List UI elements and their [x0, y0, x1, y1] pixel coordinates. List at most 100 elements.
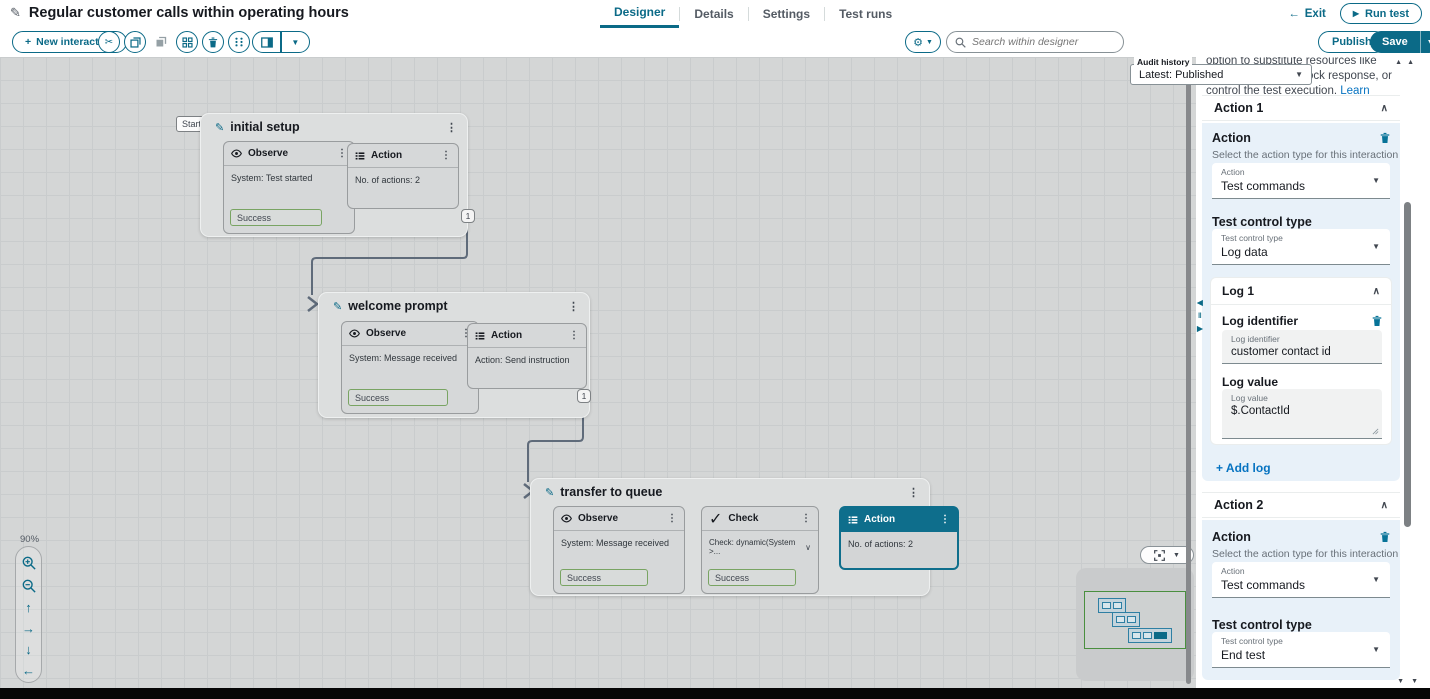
success-port[interactable]: Success [708, 569, 796, 586]
node-menu-button[interactable]: ⋮ [441, 150, 451, 161]
designer-search [946, 31, 1124, 53]
panel-layout-button[interactable]: ▼ [252, 31, 310, 53]
node-menu-button[interactable]: ⋮ [801, 513, 811, 524]
splitter-handle-icon[interactable]: ‖ [1198, 311, 1202, 320]
minimap-viewport[interactable] [1084, 591, 1186, 649]
zoom-out-button[interactable] [22, 577, 36, 595]
node-action[interactable]: Action ⋮ No. of actions: 2 [347, 143, 459, 209]
chevron-up-icon[interactable]: ∧ [1380, 499, 1388, 511]
delete-action-button[interactable] [1380, 531, 1390, 543]
node-menu-button[interactable]: ⋮ [569, 330, 579, 341]
panel-scrollbar[interactable] [1404, 202, 1411, 527]
resize-down-icon[interactable]: ▼ [1411, 678, 1418, 685]
group-blocks-button[interactable] [176, 31, 198, 53]
action-type-select[interactable]: Action Test commands ▼ [1212, 562, 1390, 598]
tab-test-runs[interactable]: Test runs [839, 6, 893, 21]
chevron-down-icon: ▼ [1173, 551, 1180, 559]
node-title: Action [491, 330, 523, 341]
check-icon: ✓ [709, 510, 723, 528]
output-badge[interactable]: 1 [461, 209, 475, 223]
group-menu-button[interactable]: ⋮ [568, 300, 579, 313]
test-control-type-select[interactable]: Test control type Log data ▼ [1212, 229, 1390, 265]
zoom-in-button[interactable] [22, 554, 36, 572]
node-menu-button[interactable]: ⋮ [667, 513, 677, 524]
expand-check-icon[interactable]: ∨ [805, 542, 811, 552]
chevron-up-icon[interactable]: ∧ [1372, 285, 1380, 297]
section-header-log-1[interactable]: Log 1 ∧ [1211, 278, 1391, 305]
copy-icon [129, 36, 141, 48]
save-options-button[interactable]: ▼ [1419, 31, 1430, 53]
canvas-scrollbar[interactable] [1186, 60, 1191, 684]
fit-view-button[interactable]: ▼ [1140, 546, 1194, 564]
node-menu-button[interactable]: ⋮ [337, 148, 347, 159]
action-type-select[interactable]: Action Test commands ▼ [1212, 163, 1390, 199]
expand-right-icon[interactable]: ▶ [1197, 324, 1203, 333]
copy-button[interactable] [124, 31, 146, 53]
tab-separator [747, 7, 749, 21]
tab-details[interactable]: Details [694, 6, 734, 21]
pan-up-button[interactable]: ↑ [25, 600, 32, 615]
edit-group-icon[interactable]: ✎ [545, 486, 555, 499]
search-input[interactable] [972, 36, 1112, 48]
node-observe[interactable]: Observe ⋮ System: Test started Success [223, 141, 355, 234]
delete-button[interactable] [202, 31, 224, 53]
canvas-settings-button[interactable]: ⚙ ▼ [905, 31, 941, 53]
node-action-selected[interactable]: Action ⋮ No. of actions: 2 [839, 506, 959, 570]
edit-group-icon[interactable]: ✎ [215, 121, 225, 134]
run-test-button[interactable]: ▶ Run test [1339, 3, 1422, 24]
publish-button[interactable]: Publish [1318, 31, 1386, 53]
fit-view-icon [1154, 549, 1165, 561]
flow-group-initial-setup[interactable]: ✎ initial setup ⋮ Observe ⋮ System: Test… [200, 113, 475, 237]
log-identifier-input[interactable]: Log identifier customer contact id [1222, 330, 1382, 364]
resize-up-icon[interactable]: ▲ [1395, 59, 1403, 66]
group-menu-button[interactable]: ⋮ [446, 121, 457, 134]
node-action[interactable]: Action ⋮ Action: Send instruction [467, 323, 587, 389]
pan-left-button[interactable]: ← [22, 663, 35, 678]
resize-up-icon[interactable]: ▲ [1407, 59, 1414, 66]
node-observe[interactable]: Observe ⋮ System: Message received Succe… [341, 321, 479, 414]
minimap[interactable] [1076, 568, 1194, 681]
delete-log-button[interactable] [1372, 315, 1382, 327]
node-body: No. of actions: 2 [848, 539, 914, 549]
cut-button[interactable]: ✂ [98, 31, 120, 53]
paste-icon [156, 36, 167, 47]
collapse-left-icon[interactable]: ◀ [1197, 298, 1203, 307]
top-bar: ✎ Regular customer calls within operatin… [0, 0, 1430, 28]
flow-group-welcome-prompt[interactable]: ✎ welcome prompt ⋮ Observe ⋮ System: Mes… [318, 292, 591, 418]
output-badge[interactable]: 1 [577, 389, 591, 403]
section-header-action-1[interactable]: Action 1 ∧ [1202, 95, 1400, 121]
chevron-up-icon[interactable]: ∧ [1380, 102, 1388, 114]
group-menu-button[interactable]: ⋮ [908, 486, 919, 499]
resize-down-icon[interactable]: ▼ [1397, 678, 1405, 685]
section-header-action-2[interactable]: Action 2 ∧ [1202, 492, 1400, 518]
log-value-textarea[interactable]: Log value $.ContactId [1222, 389, 1382, 439]
delete-action-button[interactable] [1380, 132, 1390, 144]
flow-group-transfer-to-queue[interactable]: ✎ transfer to queue ⋮ Observe ⋮ System: … [530, 478, 959, 596]
test-control-type-select[interactable]: Test control type End test ▼ [1212, 632, 1390, 668]
arrange-button[interactable] [228, 31, 250, 53]
exit-link[interactable]: ← Exit [1288, 7, 1326, 20]
minimap-node [1102, 602, 1111, 609]
success-port[interactable]: Success [560, 569, 648, 586]
tab-settings[interactable]: Settings [762, 6, 811, 21]
node-menu-button[interactable]: ⋮ [940, 514, 950, 525]
save-button[interactable]: Save [1382, 36, 1408, 48]
node-menu-button[interactable]: ⋮ [461, 328, 471, 339]
tab-designer[interactable]: Designer [600, 0, 680, 28]
chevron-down-icon[interactable]: ▼ [291, 37, 300, 47]
chevron-down-icon: ▼ [1372, 176, 1380, 185]
success-port[interactable]: Success [348, 389, 448, 406]
resize-handle-icon[interactable] [1372, 428, 1379, 435]
pan-down-button[interactable]: ↓ [25, 642, 32, 657]
chevron-down-icon: ▼ [925, 38, 933, 46]
panel-splitter[interactable]: ◀ ‖ ▶ [1197, 299, 1203, 333]
flow-canvas[interactable]: Start ✎ initial setup ⋮ Observe ⋮ System… [0, 57, 1196, 688]
add-log-link[interactable]: + Add log [1216, 461, 1271, 475]
audit-history-select[interactable]: Latest: Published ▼ [1130, 64, 1312, 85]
success-port[interactable]: Success [230, 209, 322, 226]
pan-right-button[interactable]: → [22, 621, 35, 636]
edit-group-icon[interactable]: ✎ [333, 300, 343, 313]
edit-title-icon[interactable]: ✎ [10, 5, 21, 20]
node-check[interactable]: ✓ Check ⋮ Check: dynamic(System >... ∨ S… [701, 506, 819, 594]
node-observe[interactable]: Observe ⋮ System: Message received Succe… [553, 506, 685, 594]
